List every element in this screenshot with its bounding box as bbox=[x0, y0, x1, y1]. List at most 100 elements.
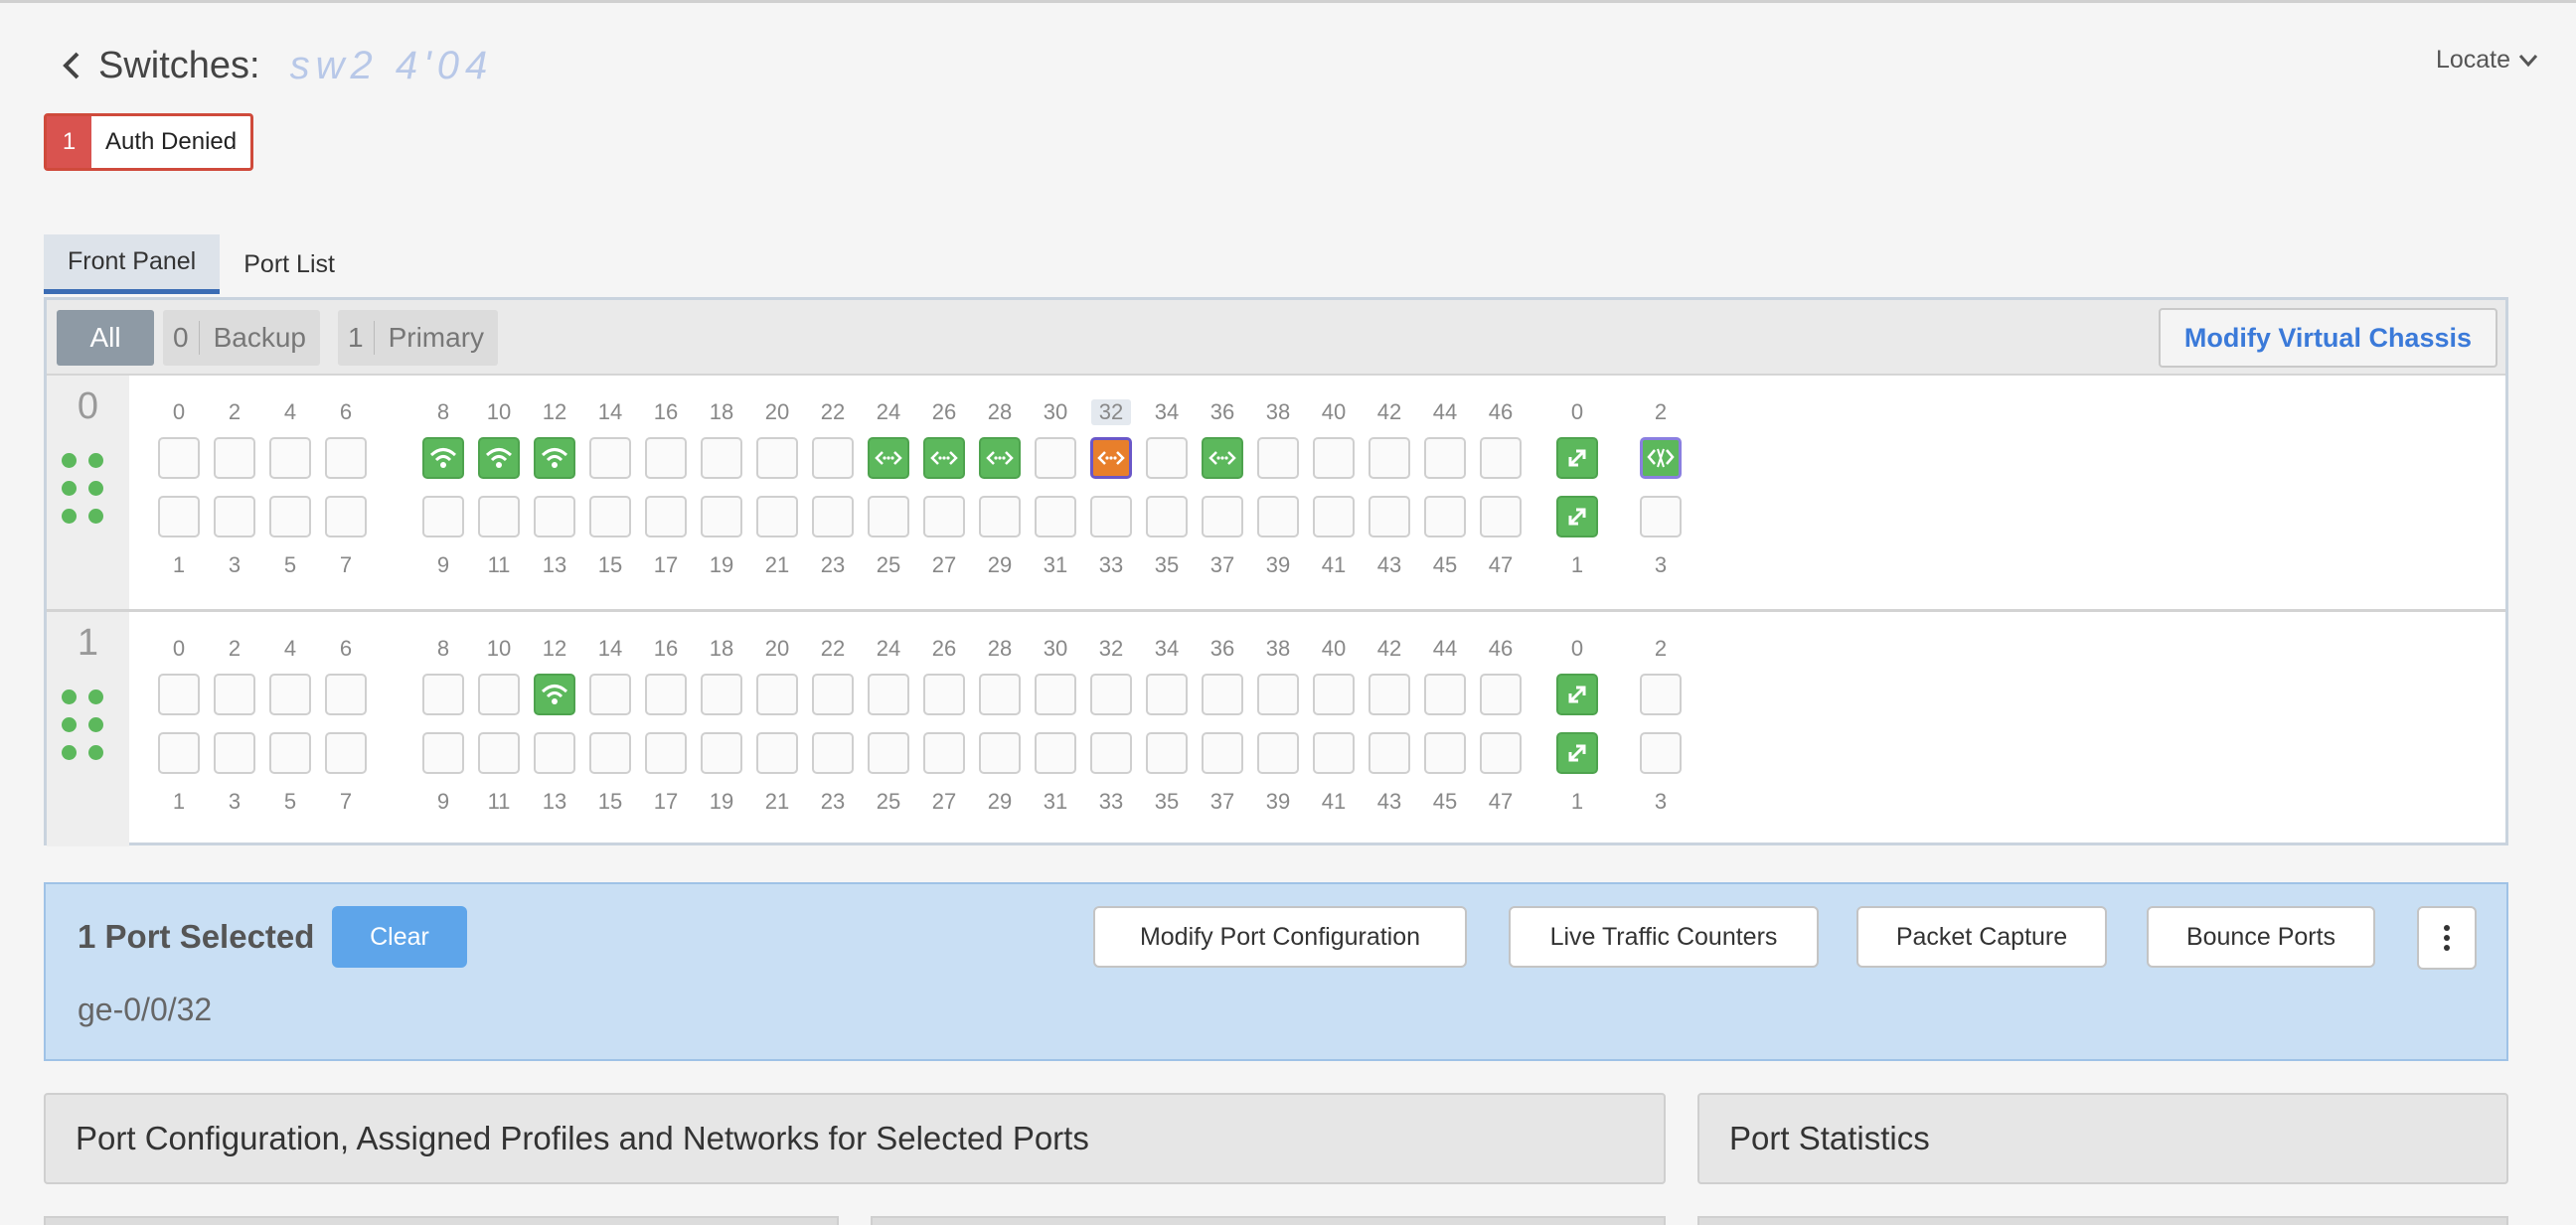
port-36[interactable] bbox=[1202, 674, 1243, 715]
port-16[interactable] bbox=[645, 674, 687, 715]
port-23[interactable] bbox=[812, 496, 854, 537]
port-13[interactable] bbox=[534, 496, 575, 537]
port-33[interactable] bbox=[1090, 732, 1132, 774]
port-36[interactable] bbox=[1202, 437, 1243, 479]
port-27[interactable] bbox=[923, 496, 965, 537]
port-22[interactable] bbox=[812, 437, 854, 479]
port-26[interactable] bbox=[923, 437, 965, 479]
live-traffic-counters-button[interactable]: Live Traffic Counters bbox=[1509, 906, 1819, 968]
port-21[interactable] bbox=[756, 732, 798, 774]
port-19[interactable] bbox=[701, 496, 742, 537]
port-13[interactable] bbox=[534, 732, 575, 774]
port-35[interactable] bbox=[1146, 496, 1188, 537]
port-40[interactable] bbox=[1313, 437, 1355, 479]
port-20[interactable] bbox=[756, 674, 798, 715]
port-6[interactable] bbox=[325, 437, 367, 479]
port-12[interactable] bbox=[534, 437, 575, 479]
port-14[interactable] bbox=[589, 437, 631, 479]
port-37[interactable] bbox=[1202, 496, 1243, 537]
port-23[interactable] bbox=[812, 732, 854, 774]
port-17[interactable] bbox=[645, 496, 687, 537]
filter-backup[interactable]: 0 Backup bbox=[163, 310, 320, 366]
port-18[interactable] bbox=[701, 674, 742, 715]
port-31[interactable] bbox=[1035, 496, 1076, 537]
port-configuration-section[interactable]: Port Configuration, Assigned Profiles an… bbox=[44, 1093, 1666, 1184]
port-32[interactable] bbox=[1090, 674, 1132, 715]
bounce-ports-button[interactable]: Bounce Ports bbox=[2147, 906, 2375, 968]
port-35[interactable] bbox=[1146, 732, 1188, 774]
port-9[interactable] bbox=[422, 496, 464, 537]
port-4[interactable] bbox=[269, 437, 311, 479]
port-45[interactable] bbox=[1424, 732, 1466, 774]
uplink-port-3[interactable] bbox=[1640, 496, 1682, 537]
uplink-port-2[interactable] bbox=[1640, 674, 1682, 715]
port-10[interactable] bbox=[478, 437, 520, 479]
port-20[interactable] bbox=[756, 437, 798, 479]
modify-port-configuration-button[interactable]: Modify Port Configuration bbox=[1093, 906, 1467, 968]
uplink-port-0[interactable] bbox=[1556, 437, 1598, 479]
port-2[interactable] bbox=[214, 674, 255, 715]
port-27[interactable] bbox=[923, 732, 965, 774]
port-7[interactable] bbox=[325, 496, 367, 537]
port-40[interactable] bbox=[1313, 674, 1355, 715]
uplink-port-3[interactable] bbox=[1640, 732, 1682, 774]
back-button[interactable] bbox=[55, 49, 88, 82]
modify-virtual-chassis-button[interactable]: Modify Virtual Chassis bbox=[2158, 308, 2497, 368]
port-3[interactable] bbox=[214, 496, 255, 537]
port-4[interactable] bbox=[269, 674, 311, 715]
port-44[interactable] bbox=[1424, 674, 1466, 715]
port-29[interactable] bbox=[979, 496, 1021, 537]
port-32[interactable] bbox=[1090, 437, 1132, 479]
port-44[interactable] bbox=[1424, 437, 1466, 479]
locate-dropdown[interactable]: Locate bbox=[2436, 46, 2538, 75]
port-15[interactable] bbox=[589, 732, 631, 774]
port-38[interactable] bbox=[1257, 437, 1299, 479]
port-30[interactable] bbox=[1035, 674, 1076, 715]
port-31[interactable] bbox=[1035, 732, 1076, 774]
port-41[interactable] bbox=[1313, 496, 1355, 537]
port-12[interactable] bbox=[534, 674, 575, 715]
port-0[interactable] bbox=[158, 674, 200, 715]
uplink-port-2[interactable] bbox=[1640, 437, 1682, 479]
port-8[interactable] bbox=[422, 674, 464, 715]
port-45[interactable] bbox=[1424, 496, 1466, 537]
port-47[interactable] bbox=[1480, 496, 1522, 537]
port-10[interactable] bbox=[478, 674, 520, 715]
port-5[interactable] bbox=[269, 496, 311, 537]
port-37[interactable] bbox=[1202, 732, 1243, 774]
port-1[interactable] bbox=[158, 732, 200, 774]
port-24[interactable] bbox=[868, 437, 909, 479]
port-46[interactable] bbox=[1480, 674, 1522, 715]
port-11[interactable] bbox=[478, 496, 520, 537]
port-34[interactable] bbox=[1146, 437, 1188, 479]
port-43[interactable] bbox=[1368, 732, 1410, 774]
port-28[interactable] bbox=[979, 674, 1021, 715]
port-34[interactable] bbox=[1146, 674, 1188, 715]
port-9[interactable] bbox=[422, 732, 464, 774]
port-14[interactable] bbox=[589, 674, 631, 715]
port-18[interactable] bbox=[701, 437, 742, 479]
port-19[interactable] bbox=[701, 732, 742, 774]
port-15[interactable] bbox=[589, 496, 631, 537]
port-26[interactable] bbox=[923, 674, 965, 715]
port-3[interactable] bbox=[214, 732, 255, 774]
port-24[interactable] bbox=[868, 674, 909, 715]
port-21[interactable] bbox=[756, 496, 798, 537]
port-47[interactable] bbox=[1480, 732, 1522, 774]
port-38[interactable] bbox=[1257, 674, 1299, 715]
clear-selection-button[interactable]: Clear bbox=[332, 906, 467, 968]
tab-port-list[interactable]: Port List bbox=[243, 249, 335, 278]
port-25[interactable] bbox=[868, 732, 909, 774]
filter-all[interactable]: All bbox=[57, 310, 154, 366]
port-8[interactable] bbox=[422, 437, 464, 479]
port-2[interactable] bbox=[214, 437, 255, 479]
port-46[interactable] bbox=[1480, 437, 1522, 479]
port-17[interactable] bbox=[645, 732, 687, 774]
tab-front-panel[interactable]: Front Panel bbox=[44, 234, 221, 294]
filter-primary[interactable]: 1 Primary bbox=[338, 310, 499, 366]
auth-denied-badge[interactable]: 1 Auth Denied bbox=[44, 113, 254, 171]
port-7[interactable] bbox=[325, 732, 367, 774]
port-28[interactable] bbox=[979, 437, 1021, 479]
port-39[interactable] bbox=[1257, 496, 1299, 537]
port-1[interactable] bbox=[158, 496, 200, 537]
